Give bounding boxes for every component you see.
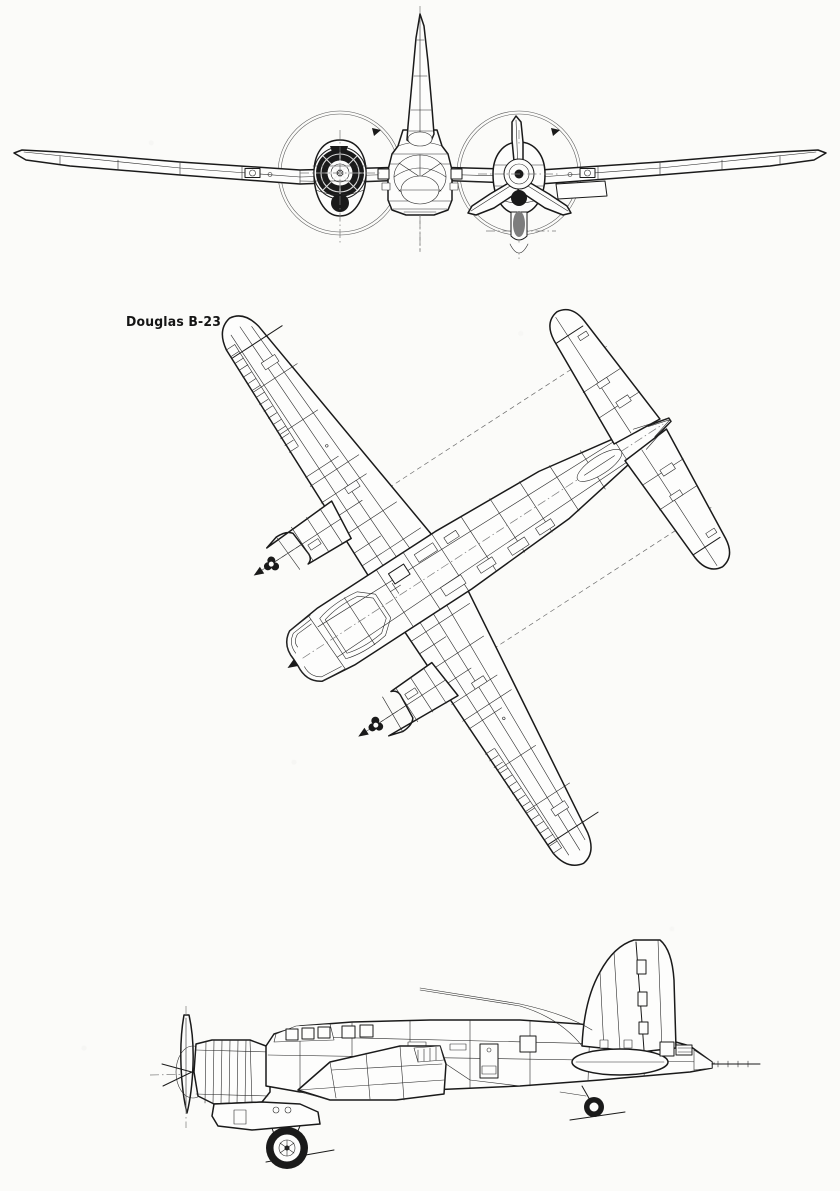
front-fuselage xyxy=(377,129,463,252)
plan-view xyxy=(221,308,731,866)
side-engine-nacelle xyxy=(193,1039,321,1131)
side-vertical-fin xyxy=(419,939,677,1053)
side-propeller xyxy=(161,1006,211,1128)
side-view xyxy=(149,939,761,1169)
propeller-blades xyxy=(467,115,572,216)
side-wing xyxy=(297,1045,521,1101)
plan-wing-lower xyxy=(402,586,599,866)
front-vertical-fin xyxy=(406,13,435,147)
front-nacelle-left xyxy=(300,130,380,244)
plan-tailplane xyxy=(549,308,731,570)
side-landing-gear xyxy=(266,1085,604,1169)
drawing-caption: Douglas B-23 xyxy=(126,314,222,330)
front-wing-right xyxy=(430,149,827,200)
plan-nacelle-upper xyxy=(263,500,352,571)
front-view xyxy=(13,6,827,262)
plan-wing-upper xyxy=(221,315,435,580)
side-tail xyxy=(571,1039,761,1076)
front-nacelle-right xyxy=(467,115,572,254)
plan-fuselage xyxy=(285,417,672,682)
plan-nacelle-lower xyxy=(368,661,459,737)
